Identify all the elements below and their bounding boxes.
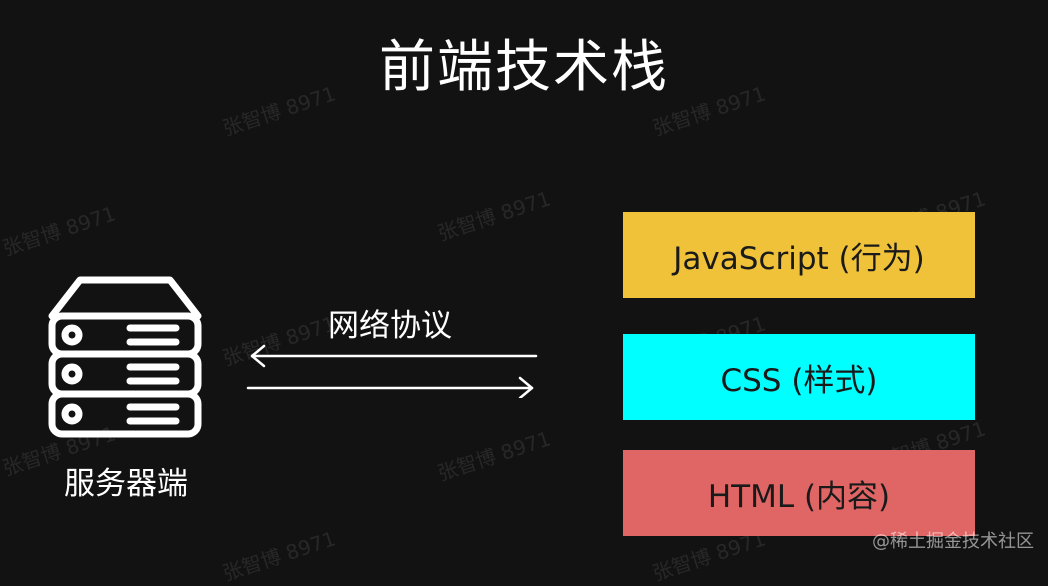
server-label: 服务器端 xyxy=(64,466,188,502)
layer-javascript-label: JavaScript (行为) xyxy=(673,240,925,277)
server-icon xyxy=(48,276,202,438)
watermark-text: 张智博 8971 xyxy=(219,526,339,586)
watermark-text: 张智博 8971 xyxy=(0,201,119,261)
layer-html: HTML (内容) xyxy=(623,450,975,536)
bidirectional-arrows-icon xyxy=(246,344,538,398)
layer-css: CSS (样式) xyxy=(623,334,975,420)
layer-html-label: HTML (内容) xyxy=(707,478,891,515)
page-title: 前端技术栈 xyxy=(379,35,669,100)
layer-css-label: CSS (样式) xyxy=(720,362,878,399)
protocol-label: 网络协议 xyxy=(328,308,452,344)
footer-watermark: @稀土掘金技术社区 xyxy=(872,531,1034,552)
watermark-text: 张智博 8971 xyxy=(434,426,554,486)
watermark-text: 张智博 8971 xyxy=(434,186,554,246)
layer-javascript: JavaScript (行为) xyxy=(623,212,975,298)
